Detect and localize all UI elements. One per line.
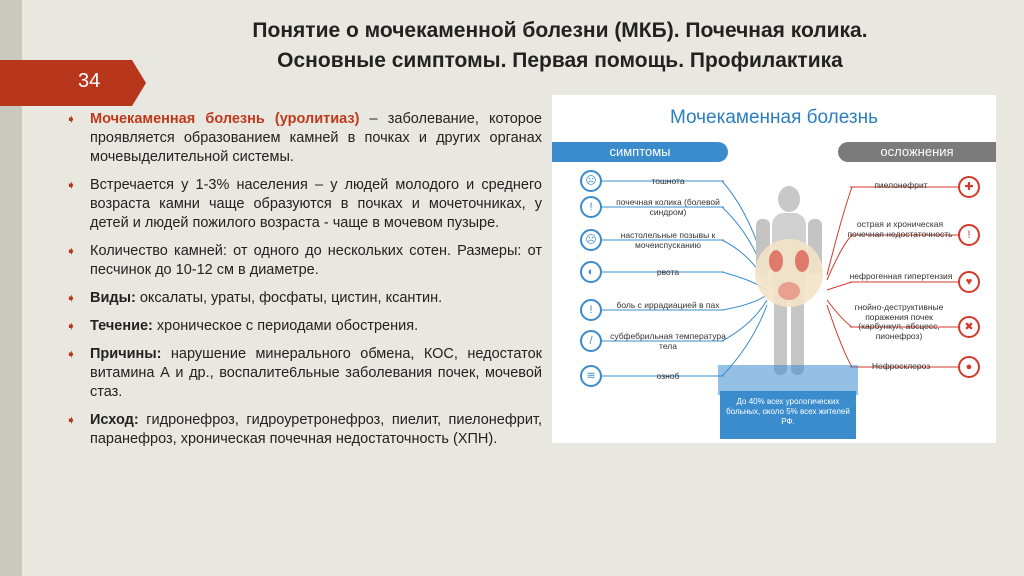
thermometer-icon: / [580,330,602,352]
statistics-box: До 40% всех урологических больных, около… [720,391,856,439]
item-text: гидронефроз, гидроуретронефроз, пиелит, … [90,412,542,447]
infographic-title: Мочекаменная болезнь [669,107,879,128]
hypertension-icon: ♥ [958,271,980,293]
complications-header: осложнения [838,142,996,162]
item-text: Количество камней: от одного до нескольк… [90,243,542,278]
list-item: ➧ Виды: оксалаты, ураты, фосфаты, цистин… [66,289,542,308]
symptom-label: тошнота [651,176,685,186]
arrow-bullet-icon: ➧ [66,244,77,258]
item-label: Виды: [90,290,136,306]
badge-arrow [132,60,146,106]
item-text: хроническое с периодами обострения. [152,318,419,334]
list-item: ➧ Мочекаменная болезнь (уролитиаз) – заб… [66,110,542,167]
item-text: Встречается у 1-3% населения – у людей м… [90,177,542,231]
kidney-infection-icon: ✚ [958,176,980,198]
symptom-label: почечная колика (болевой синдром) [616,197,720,217]
symptom-label: озноб [656,371,680,381]
item-label: Исход: [90,412,139,428]
chills-icon: ≋ [580,365,602,387]
vomit-icon: ◐ [580,261,602,283]
left-decor-strip [0,0,22,576]
item-label: Причины: [90,346,162,362]
human-figure-illustration [755,186,823,375]
arrow-bullet-icon: ➧ [66,178,77,192]
complication-label: гнойно-деструктивные поражения почек (ка… [854,302,944,341]
list-item: ➧ Встречается у 1-3% населения – у людей… [66,176,542,233]
list-item: ➧ Течение: хроническое с периодами обост… [66,317,542,336]
infographic: Мочекаменная болезнь симптомы осложнения [552,95,996,443]
arrow-bullet-icon: ➧ [66,347,77,361]
item-text: – заболевание, которое проявляется образ… [90,111,543,165]
symptoms-header: симптомы [552,142,728,162]
pain-icon: ! [580,196,602,218]
arrow-bullet-icon: ➧ [66,112,77,126]
symptom-label: рвота [656,267,680,277]
complication-label: пиелонефрит [874,180,928,190]
arrow-bullet-icon: ➧ [66,413,77,427]
list-item: ➧ Исход: гидронефроз, гидроуретронефроз,… [66,411,542,449]
groin-pain-icon: ! [580,299,602,321]
title-line-2: Основные симптомы. Первая помощь. Профил… [277,49,843,72]
arrow-bullet-icon: ➧ [66,291,77,305]
item-text: нарушение минерального обмена, КОС, недо… [90,346,542,400]
symptom-label: субфебрильная температура тела [610,331,726,351]
urination-icon: ☹ [580,229,602,251]
kidney-failure-icon: ! [958,224,980,246]
slide-content: ➧ Мочекаменная болезнь (уролитиаз) – заб… [66,110,542,458]
arrow-bullet-icon: ➧ [66,319,77,333]
symptom-label: настолельные позывы к мочеиспусканию [620,230,716,250]
item-text: оксалаты, ураты, фосфаты, цистин, ксанти… [135,290,443,306]
kidney-damage-icon: ✖ [958,316,980,338]
nephrosclerosis-icon: ● [958,356,980,378]
list-item: ➧ Причины: нарушение минерального обмена… [66,345,542,402]
nausea-icon: ☹ [580,170,602,192]
list-item: ➧ Количество камней: от одного до нескол… [66,242,542,280]
pedestal [718,365,858,395]
page-number: 34 [78,70,101,92]
page-number-badge: 34 [0,60,146,106]
item-term: Мочекаменная болезнь (уролитиаз) [90,111,360,127]
item-label: Течение: [90,318,153,334]
title-line-1: Понятие о мочекаменной болезни (МКБ). По… [252,19,868,42]
complication-label: острая и хроническая почечная недостаточ… [847,219,953,239]
symptom-label: боль с иррадиацией в пах [616,300,720,310]
complication-label: Нефросклероз [871,361,931,371]
slide-title: Понятие о мочекаменной болезни (МКБ). По… [130,16,990,76]
complication-label: нефрогенная гипертензия [849,271,953,281]
